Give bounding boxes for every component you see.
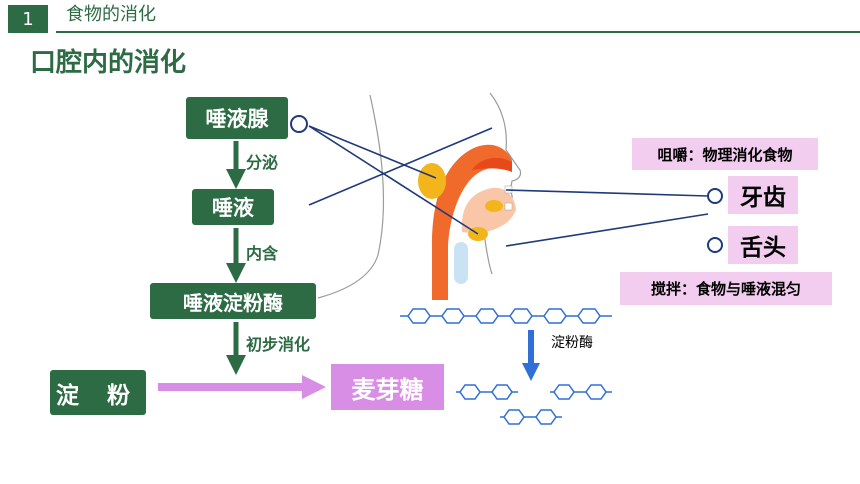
starch-chain [400,308,612,324]
header-rule [56,31,860,33]
topic-title: 食物的消化 [66,4,156,25]
initial-digestion-label: 初步消化 [246,335,311,354]
maltose-pairs [456,384,612,425]
chewing-label: 咀嚼：物理消化食物 [632,138,818,170]
amylase-label: 淀粉酶 [551,335,593,351]
maltose-box: 麦芽糖 [331,364,444,410]
gland-pointer-dot [290,115,308,133]
tongue-label: 舌头 [728,226,798,264]
salivary-gland-box: 唾液腺 [186,97,288,139]
teeth-label: 牙齿 [728,176,798,214]
stirring-label: 搅拌：食物与唾液混匀 [620,272,832,305]
salivary-amylase-box: 唾液淀粉酶 [150,283,316,319]
teeth-pointer-dot [707,188,723,204]
page-title: 口腔内的消化 [30,48,187,78]
secretes-label: 分泌 [246,153,279,172]
oral-cavity-illustration [418,144,516,300]
saliva-box: 唾液 [192,189,274,225]
tongue-pointer-dot [707,237,723,253]
slide-number: 1 [8,5,48,33]
pointer-lines [308,125,709,247]
contains-label: 内含 [246,244,279,263]
starch-box: 淀 粉 [50,370,146,415]
